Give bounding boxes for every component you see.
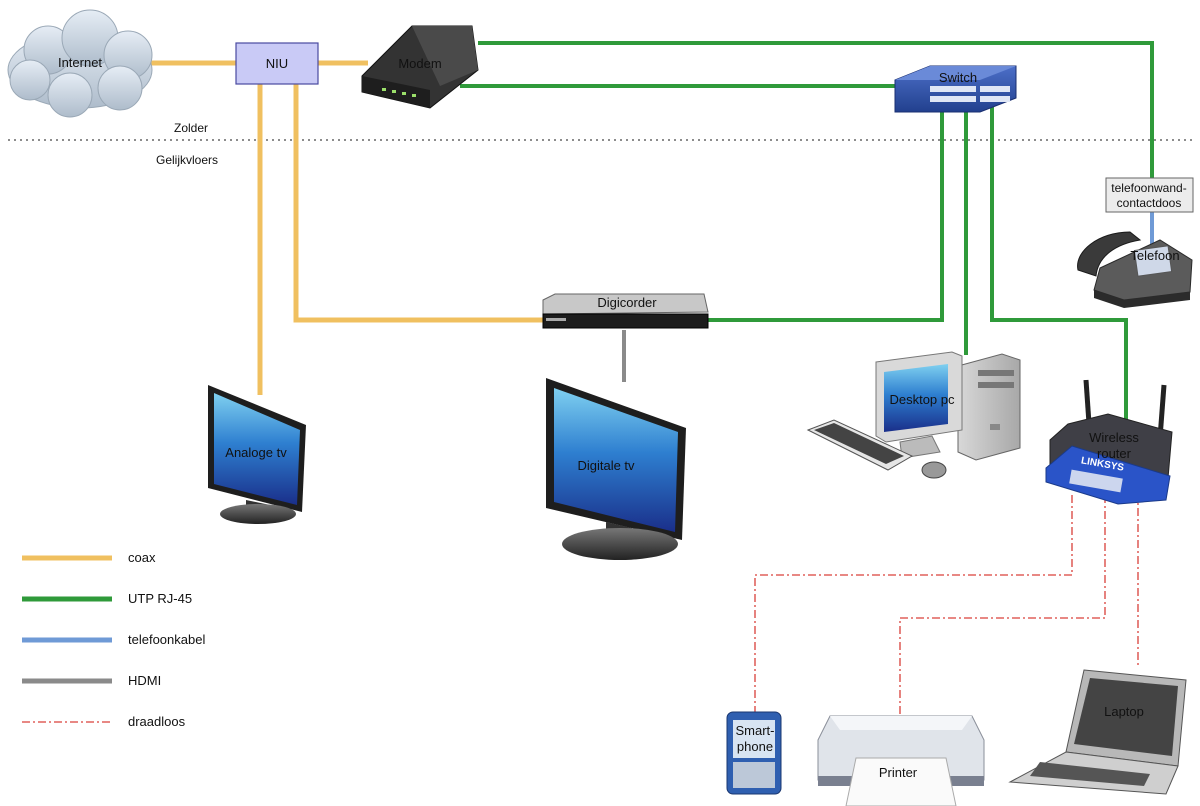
utp-switch-digicorder <box>708 104 944 322</box>
niu-box: NIU <box>235 42 319 85</box>
modem: Modem <box>361 25 479 109</box>
coax-cables <box>150 60 543 395</box>
printer-label: Printer <box>879 765 918 780</box>
desktop-icon <box>806 351 1021 479</box>
laptop: Laptop <box>1008 669 1187 795</box>
legend-label: coax <box>128 550 156 565</box>
digicorder-icon <box>542 293 709 329</box>
wireless-links <box>754 492 1139 718</box>
niu-label: NIU <box>266 56 288 71</box>
utp-switch-router <box>990 104 1128 432</box>
digicorder-label: Digicorder <box>597 295 657 310</box>
legend-label: UTP RJ-45 <box>128 591 192 606</box>
tv-icon <box>208 385 306 524</box>
digicorder: Digicorder <box>542 293 709 329</box>
floor-label-gelijkvloers: Gelijkvloers <box>156 153 218 167</box>
laptop-label: Laptop <box>1104 704 1144 719</box>
smartphone: Smart- phone <box>726 711 782 795</box>
switch: Switch <box>894 65 1017 113</box>
router-label-line1: Wireless <box>1089 430 1139 445</box>
wireless-router-printer <box>899 495 1106 718</box>
router-icon <box>1045 379 1173 505</box>
utp-cables <box>460 41 1154 432</box>
desktop-pc: Desktop pc <box>806 351 1021 479</box>
telephone-icon <box>1077 231 1193 308</box>
telephone: Telefoon <box>1077 231 1193 308</box>
laptop-icon <box>1008 669 1187 795</box>
printer: Printer <box>817 715 985 806</box>
floor-label-zolder: Zolder <box>174 121 208 135</box>
smartphone-icon <box>726 711 782 795</box>
tv-icon <box>546 378 686 560</box>
legend-label: draadloos <box>128 714 186 729</box>
telephone-label: Telefoon <box>1130 248 1179 263</box>
cloud-icon <box>7 9 153 118</box>
desktop-label: Desktop pc <box>889 392 955 407</box>
legend-label: HDMI <box>128 673 161 688</box>
phone-wall-socket: telefoonwand- contactdoos <box>1105 177 1194 213</box>
legend-item: draadloos <box>22 714 186 729</box>
utp-modem-phone <box>478 41 1154 178</box>
internet-cloud: Internet <box>7 9 153 118</box>
wall-socket-label-line1: telefoonwand- <box>1111 181 1186 195</box>
printer-icon <box>817 715 985 806</box>
digital-tv: Digitale tv <box>546 378 686 560</box>
wireless-router: LINKSYS Wireless router <box>1045 379 1173 505</box>
legend-item: HDMI <box>22 673 161 688</box>
smartphone-label-line1: Smart- <box>736 723 775 738</box>
smartphone-label-line2: phone <box>737 739 773 754</box>
legend-item: coax <box>22 550 156 565</box>
analog-tv: Analoge tv <box>208 385 306 524</box>
legend-item: UTP RJ-45 <box>22 591 192 606</box>
legend-label: telefoonkabel <box>128 632 205 647</box>
switch-label: Switch <box>939 70 977 85</box>
router-label-line2: router <box>1097 446 1132 461</box>
wireless-router-smartphone <box>754 495 1073 712</box>
digital-tv-label: Digitale tv <box>577 458 635 473</box>
wall-socket-label-line2: contactdoos <box>1117 196 1182 210</box>
modem-label: Modem <box>398 56 441 71</box>
internet-label: Internet <box>58 55 102 70</box>
legend-item: telefoonkabel <box>22 632 205 647</box>
analog-tv-label: Analoge tv <box>225 445 287 460</box>
coax-niu-digicorder <box>293 84 543 323</box>
